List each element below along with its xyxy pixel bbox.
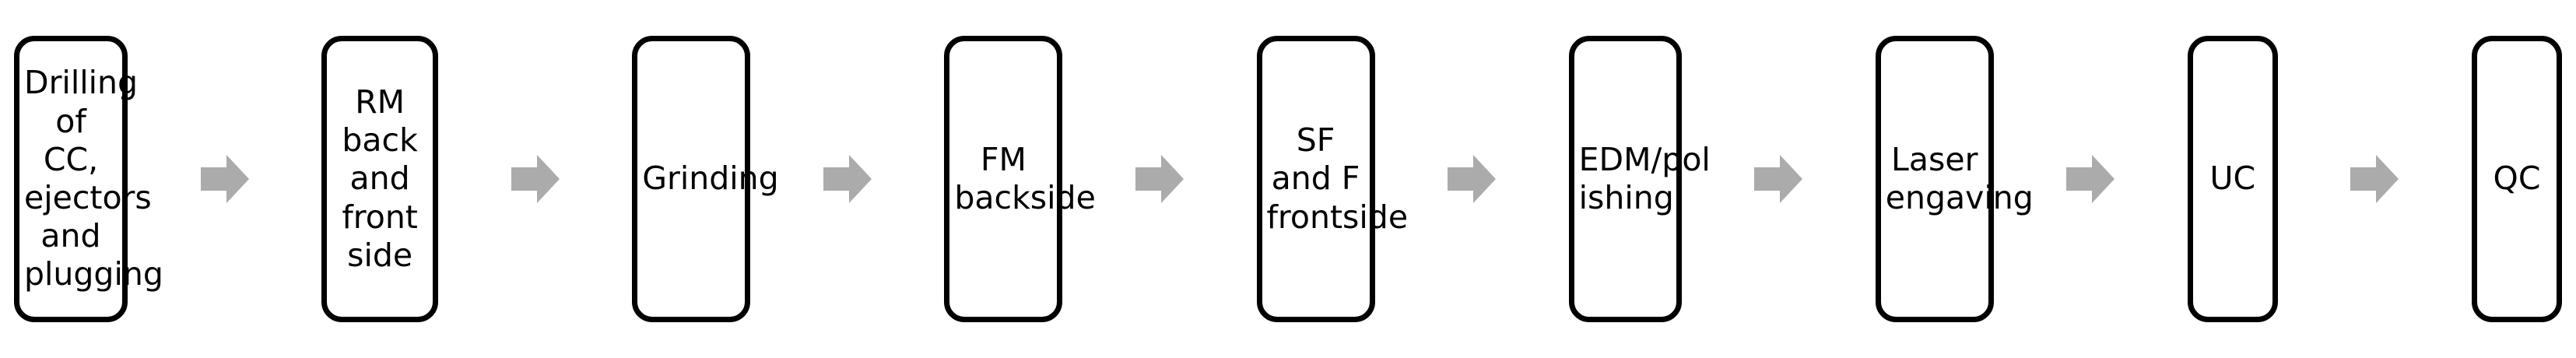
process-step-box-8[interactable]: UC	[2187, 36, 2278, 322]
process-step-box-2[interactable]: RM back and front side	[321, 36, 439, 322]
right-block-arrow-icon	[1375, 140, 1569, 218]
process-step-box-9[interactable]: QC	[2472, 36, 2562, 322]
right-block-arrow-icon	[750, 140, 944, 218]
process-step-box-1[interactable]: Drilling of CC, ejectors and plugging	[14, 36, 163, 322]
right-block-arrow-icon	[2278, 140, 2472, 218]
process-step-label: FM backside	[954, 140, 1096, 216]
process-step-label: Grinding	[642, 160, 779, 198]
right-block-arrow-icon	[1062, 140, 1256, 218]
process-step-label: UC	[2209, 160, 2256, 198]
process-step-label: Laser engaving	[1885, 140, 2034, 216]
process-step-label: Drilling of CC, ejectors and plugging	[24, 64, 163, 293]
process-step-label: SF and F frontside	[1266, 121, 1409, 236]
right-block-arrow-icon	[1994, 140, 2188, 218]
process-step-box-3[interactable]: Grinding	[632, 36, 779, 322]
process-step-box-6[interactable]: EDM/pol ishing	[1568, 36, 1711, 322]
right-block-arrow-icon	[1682, 140, 1876, 218]
process-step-box-5[interactable]: SF and F frontside	[1256, 36, 1409, 322]
right-block-arrow-icon	[128, 140, 321, 218]
process-step-box-4[interactable]: FM backside	[944, 36, 1096, 322]
process-step-label: RM back and front side	[342, 83, 418, 274]
process-step-label: EDM/pol ishing	[1578, 140, 1711, 216]
process-step-label: QC	[2493, 160, 2541, 198]
process-step-box-7[interactable]: Laser engaving	[1875, 36, 2034, 322]
right-block-arrow-icon	[438, 140, 632, 218]
